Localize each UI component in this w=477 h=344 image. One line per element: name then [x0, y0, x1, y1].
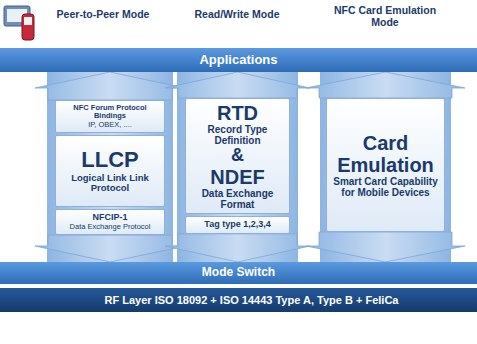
- node-text: Applications: [199, 53, 277, 67]
- node-text: Data Exchange Protocol: [70, 223, 151, 231]
- node-text: LLCP: [81, 148, 138, 172]
- node-text: Record Type Definition: [190, 124, 285, 146]
- node-text: NDEF: [210, 166, 264, 188]
- device-icon: [4, 6, 34, 40]
- band: RF Layer ISO 18092 + ISO 14443 Type A, T…: [0, 288, 477, 312]
- node-text: Mode Switch: [202, 266, 275, 279]
- column-heading: Peer-to-Peer Mode: [38, 8, 168, 20]
- node-text: Logical Link Link Protocol: [60, 173, 160, 194]
- emulation-box: Card EmulationSmart Card Capability for …: [326, 98, 445, 232]
- block-arrow: [306, 72, 465, 98]
- protocol-box: NFC Forum Protocol BindingsIP, OBEX, ...…: [55, 100, 165, 133]
- node-text: Tag type 1,2,3,4: [204, 220, 270, 230]
- format-box: RTDRecord Type Definition&NDEFData Excha…: [185, 98, 290, 214]
- node-text: NFC Forum Protocol Bindings: [60, 104, 160, 121]
- arrow-shaft: [177, 72, 298, 262]
- node-text: Card Emulation: [331, 132, 440, 176]
- protocol-box: NFCIP-1Data Exchange Protocol: [55, 209, 165, 235]
- block-arrow: [165, 234, 310, 262]
- block-arrow: [306, 232, 465, 262]
- column-heading: Read/Write Mode: [172, 8, 302, 20]
- column-heading: NFC Card Emulation Mode: [322, 4, 448, 28]
- protocol-box: LLCPLogical Link Link Protocol: [55, 135, 165, 207]
- block-arrow: [35, 72, 185, 100]
- node-text: RTD: [217, 102, 258, 124]
- node-text: RF Layer ISO 18092 + ISO 14443 Type A, T…: [105, 294, 399, 306]
- node-text: &: [231, 146, 244, 166]
- arrow-shaft: [47, 72, 173, 262]
- band: Applications: [0, 48, 477, 72]
- band: Mode Switch: [0, 262, 477, 284]
- node-text: NFCIP-1: [92, 213, 127, 223]
- node-text: Smart Card Capability for Mobile Devices: [331, 176, 440, 198]
- block-arrow: [35, 235, 185, 262]
- block-arrow: [165, 72, 310, 98]
- node-text: IP, OBEX, ....: [88, 121, 132, 129]
- tag-box: Tag type 1,2,3,4: [185, 216, 290, 234]
- node-text: Data Exchange Format: [190, 188, 285, 210]
